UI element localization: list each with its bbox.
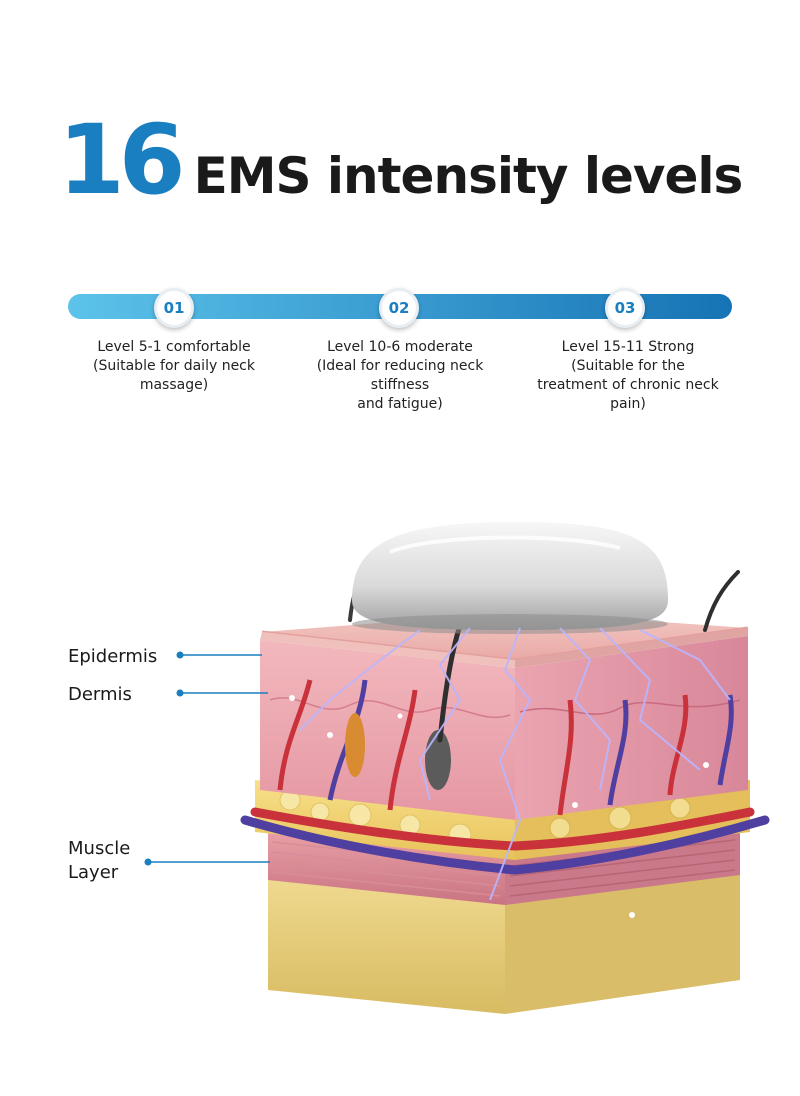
label-dermis: Dermis — [68, 684, 132, 705]
pointer-dot-dermis — [176, 689, 184, 697]
label-pointer-dots — [144, 651, 184, 866]
headline: 16 EMS intensity levels — [58, 112, 758, 222]
fat-layer — [240, 780, 770, 875]
step-description-01: Level 5-1 comfortable (Suitable for dail… — [93, 339, 255, 393]
step-node-02: 02 — [379, 288, 419, 328]
skin-layers-illustration — [144, 522, 770, 1014]
headline-number: 16 — [58, 104, 186, 216]
step-description-02: Level 10-6 moderate (Ideal for reducing … — [316, 339, 484, 412]
pointer-dot-epidermis — [176, 651, 184, 659]
label-pointer-lines — [148, 654, 270, 863]
step-number: 03 — [614, 299, 636, 317]
label-muscle-layer: Muscle Layer — [68, 838, 131, 883]
step-node-01: 01 — [154, 288, 194, 328]
label-epidermis: Epidermis — [68, 646, 158, 667]
electric-discharge-lines — [299, 627, 731, 901]
ems-electrode-dome — [352, 522, 668, 634]
step-node-03: 03 — [605, 288, 645, 328]
step-number: 02 — [388, 299, 410, 317]
electric-sparks — [289, 695, 709, 918]
headline-text: EMS intensity levels — [193, 147, 744, 205]
step-description-03: Level 15-11 Strong (Suitable for the tre… — [537, 339, 719, 412]
pointer-dot-muscle — [144, 858, 152, 866]
step-number: 01 — [163, 299, 185, 317]
